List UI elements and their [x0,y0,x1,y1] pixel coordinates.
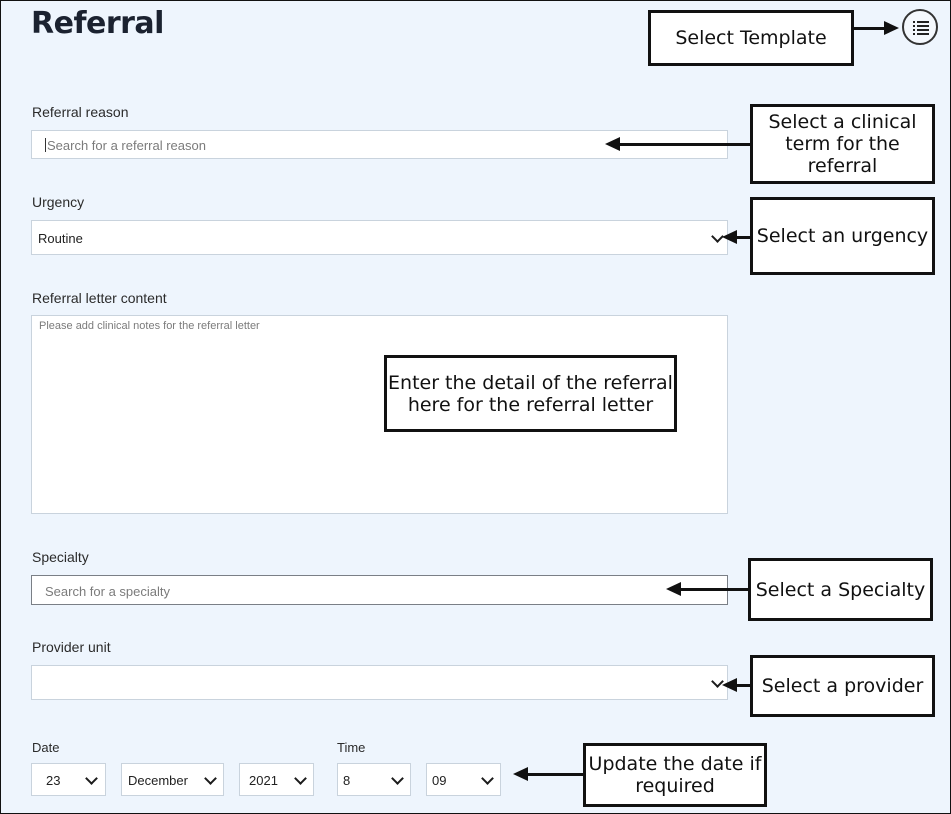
time-minute-select[interactable]: 09 [426,763,501,796]
callout-clinical-term: Select a clinical term for the referral [750,104,935,184]
specialty-placeholder: Search for a specialty [45,584,171,599]
date-month-select[interactable]: December [121,763,224,796]
text-cursor [45,138,46,152]
chevron-down-icon [391,772,404,785]
referral-letter-label: Referral letter content [32,290,167,306]
callout-urgency: Select an urgency [750,197,935,275]
referral-reason-placeholder: Search for a referral reason [47,138,206,153]
chevron-down-icon [294,772,307,785]
time-label: Time [337,740,366,755]
select-template-button[interactable] [902,9,938,45]
callout-arrow-provider [722,678,750,692]
time-minute-value: 09 [432,773,447,788]
urgency-value: Routine [38,231,83,246]
provider-unit-label: Provider unit [32,639,111,655]
callout-arrow-reason [605,137,750,151]
time-hour-value: 8 [343,773,351,788]
urgency-select[interactable]: Routine [31,220,728,255]
callout-provider: Select a provider [750,655,935,717]
list-icon [913,21,929,35]
page-title: Referral [31,6,164,41]
callout-specialty: Select a Specialty [748,558,933,621]
date-year-value: 2021 [249,773,278,788]
callout-arrow-specialty [666,582,748,596]
time-hour-select[interactable]: 8 [337,763,411,796]
chevron-down-icon [481,772,494,785]
date-month-value: December [128,773,188,788]
urgency-label: Urgency [32,194,85,210]
date-label: Date [32,740,60,755]
date-day-value: 23 [46,773,61,788]
callout-letter: Enter the detail of the referral here fo… [384,355,677,432]
callout-arrow-urgency [722,230,750,244]
callout-select-template: Select Template [648,10,854,66]
specialty-input[interactable]: Search for a specialty [31,575,728,605]
referral-letter-placeholder: Please add clinical notes for the referr… [39,320,260,332]
specialty-label: Specialty [32,549,89,565]
callout-date: Update the date if required [583,743,767,807]
provider-unit-select[interactable] [31,665,728,700]
chevron-down-icon [204,772,217,785]
date-day-select[interactable]: 23 [31,763,106,796]
referral-reason-label: Referral reason [32,104,129,120]
callout-arrow-date [513,767,583,781]
chevron-down-icon [85,772,98,785]
date-year-select[interactable]: 2021 [239,763,314,796]
callout-arrow-template [854,21,899,35]
